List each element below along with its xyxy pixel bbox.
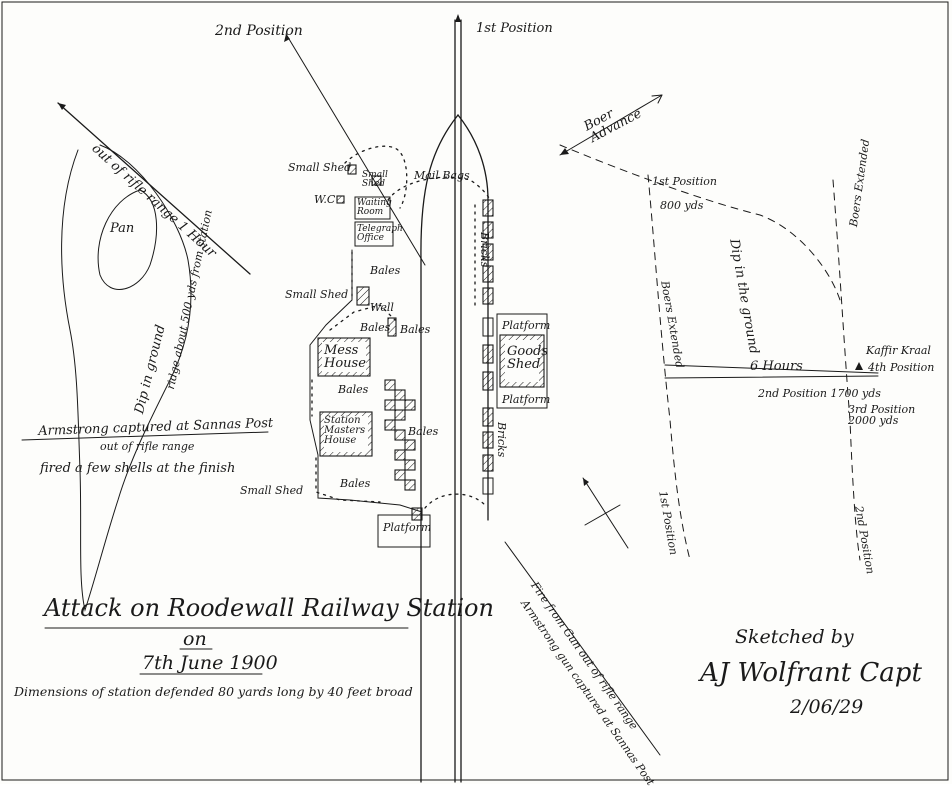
cross-arrow-head — [583, 478, 589, 486]
bricks-label-2: Bricks — [495, 422, 508, 458]
platform-right-box — [496, 313, 548, 409]
sketched-by: Sketched by — [735, 626, 854, 648]
cross-arrow-bar — [584, 504, 621, 526]
goods-shed-inner — [505, 340, 539, 382]
rifle-range-arrow-nw — [58, 103, 66, 110]
wc-label: W.C — [314, 193, 336, 206]
platform-right-label: Platform — [502, 319, 551, 332]
boer-advance-feather — [651, 94, 663, 104]
wc-box — [336, 195, 345, 204]
title-date: 7th June 1900 — [142, 652, 278, 674]
fired-label: fired a few shells at the finish — [40, 461, 236, 476]
small-shed-inner-label: Small Shed — [362, 170, 388, 189]
bales-label-1: Bales — [370, 264, 401, 277]
bales-label-2: Bales — [360, 321, 391, 334]
platform-bottom-box — [377, 514, 431, 548]
pos3-label: 3rd Position 2000 yds — [848, 403, 916, 427]
station-perimeter — [309, 249, 423, 513]
title-dimensions: Dimensions of station defended 80 yards … — [14, 684, 413, 699]
bales-label-4: Bales — [338, 383, 369, 396]
mail-bags-label: Mail Bags — [414, 169, 470, 182]
waiting-room-label: Waiting Room — [357, 198, 392, 217]
small-shed-mid-box — [356, 286, 370, 306]
telegraph-box — [354, 221, 394, 247]
signature-date: 2/06/29 — [790, 696, 864, 718]
kraal-marker — [855, 362, 863, 370]
pos2-label: 2nd Position 1700 yds — [758, 387, 881, 400]
small-shed-top-box — [347, 164, 357, 175]
railway-siding — [420, 114, 459, 783]
railway-arrow — [455, 14, 461, 22]
boer-curve-1 — [559, 144, 841, 301]
bales-diagonal — [329, 304, 396, 331]
boer-advance-arrow — [560, 148, 569, 155]
goods-shed-label: Goods Shed — [507, 344, 549, 372]
pos4-label: 4th Position — [868, 361, 935, 374]
station-house-inner — [324, 416, 368, 452]
six-hours-line — [664, 364, 879, 374]
out-of-range-label: out of rifle range — [100, 440, 195, 453]
telegraph-office-label: Telegraph Office — [357, 224, 403, 243]
bales-bottom-arc — [424, 493, 486, 509]
boer-advance-line — [559, 94, 663, 156]
platform-right-2-label: Platform — [502, 393, 551, 406]
kaffir-kraal-label: Kaffir Kraal — [866, 344, 931, 357]
railway-siding-east — [457, 114, 489, 521]
east-trucks — [482, 199, 494, 495]
pan-label: Pan — [110, 221, 135, 236]
hours-label: 6 Hours — [750, 359, 803, 374]
well-box — [387, 317, 397, 337]
bales-label-6: Bales — [340, 477, 371, 490]
first-position-label: 1st Position — [476, 21, 553, 36]
title-on: on — [183, 628, 207, 650]
small-shed-inner-box — [371, 175, 382, 186]
small-shed-bottom-box — [411, 507, 423, 521]
armstrong-underline — [21, 431, 269, 441]
station-house-label: Station Masters House — [324, 415, 366, 446]
second-position-label: 2nd Position — [215, 23, 303, 39]
boer-curve-2 — [647, 174, 691, 561]
second-position-east-line — [664, 375, 879, 379]
pan-outline — [97, 189, 158, 290]
mess-house-label: Mess House — [324, 343, 366, 371]
fire-line — [504, 541, 661, 756]
waiting-room-box — [354, 196, 391, 220]
second-position-line — [285, 33, 426, 266]
small-shed-bottom-label: Small Shed — [240, 484, 304, 497]
small-shed-top-label: Small Shed — [288, 161, 352, 174]
bales-southwest — [315, 457, 381, 503]
rifle-range-line-nw — [57, 102, 251, 275]
second-position-arrow — [284, 34, 290, 42]
map-title: Attack on Roodewall Railway Station — [44, 594, 494, 622]
bricks-label-1: Bricks — [478, 232, 491, 268]
bales-checker — [384, 379, 416, 491]
east-pos1-yds: 800 yds — [660, 199, 704, 212]
platform-bottom-label: Platform — [383, 521, 432, 534]
east-pos1-label: 1st Position — [652, 175, 717, 188]
small-shed-mid-label: Small Shed — [285, 288, 349, 301]
ridge-outline — [61, 144, 192, 612]
boer-curve-3 — [832, 179, 861, 561]
mess-house-inner — [322, 342, 366, 372]
bales-label-3: Bales — [400, 323, 431, 336]
signature-name: AJ Wolfrant Capt — [700, 658, 922, 688]
well-label: Well — [370, 301, 394, 314]
bales-label-5: Bales — [408, 425, 439, 438]
